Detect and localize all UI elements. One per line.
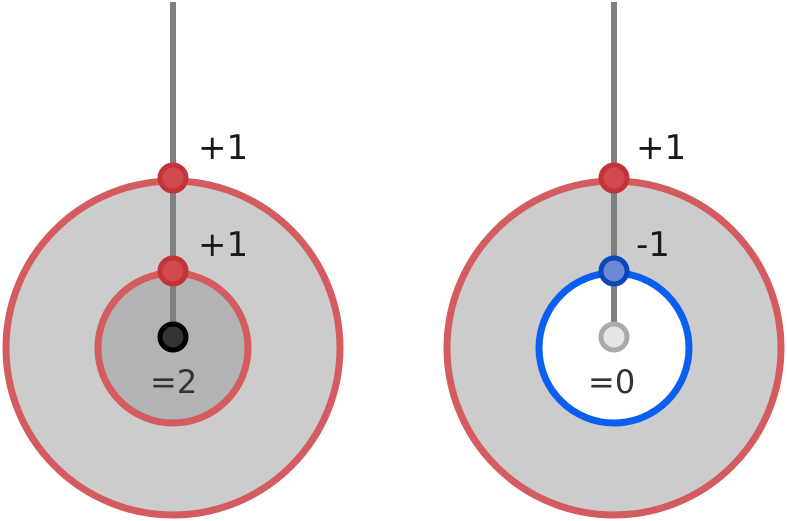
left-inner-crossing-label: +1: [198, 225, 248, 265]
right-test-point: [598, 321, 630, 353]
left-outer-crossing-label: +1: [198, 128, 248, 168]
right-outer-crossing-label: +1: [636, 128, 686, 168]
left-test-point: [157, 321, 189, 353]
left-inner-crossing-dot: [157, 255, 189, 287]
right-inner-crossing-dot: [598, 255, 630, 287]
right-figure: +1 -1 =0: [443, 2, 785, 519]
left-figure: +1 +1 =2: [2, 2, 344, 519]
right-inner-crossing-label: -1: [636, 225, 670, 265]
right-result-label: =0: [588, 363, 635, 401]
left-outer-crossing-dot: [157, 162, 189, 194]
left-result-label: =2: [150, 363, 197, 401]
right-outer-crossing-dot: [598, 162, 630, 194]
